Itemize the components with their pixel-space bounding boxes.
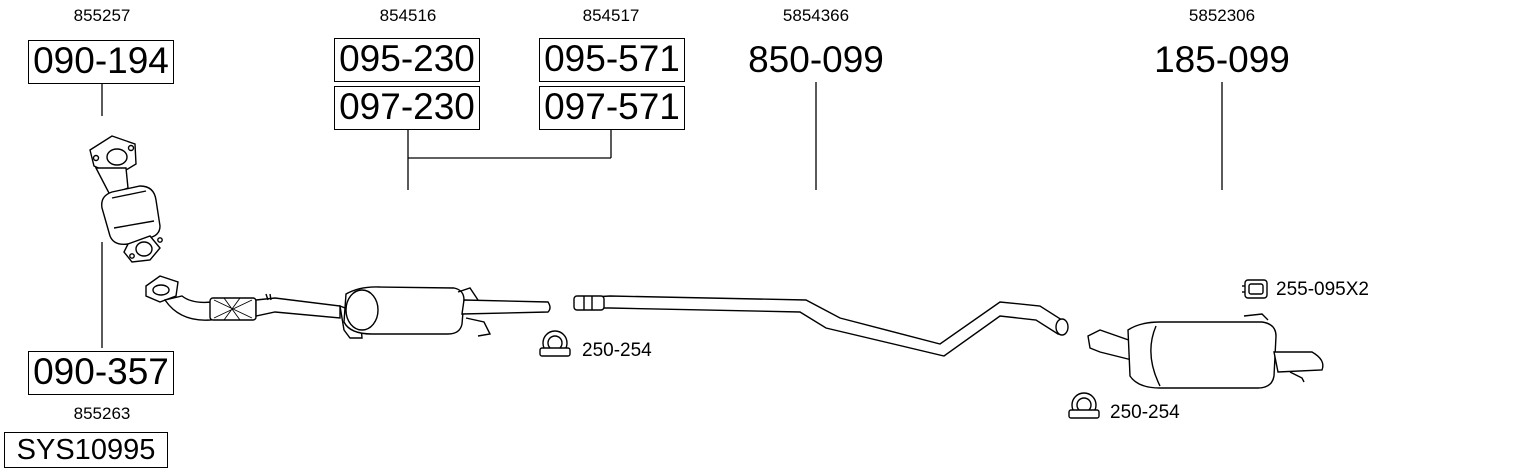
- middle-silencer-drawing: [339, 286, 551, 339]
- part-code-095-571[interactable]: 095-571: [539, 38, 685, 82]
- oem-number-cat-front: 855257: [73, 6, 131, 25]
- clamp-icon: [539, 330, 571, 357]
- oem-number-middle-b: 854517: [582, 6, 640, 25]
- front-pipe-drawing: [145, 275, 341, 321]
- oem-number-front-pipe: 855263: [73, 404, 131, 423]
- part-code-095-230[interactable]: 095-230: [334, 38, 480, 82]
- part-code-090-357[interactable]: 090-357: [28, 351, 174, 395]
- rubber-mount-icon: [1242, 279, 1268, 299]
- clamp-code-1[interactable]: 250-254: [582, 340, 652, 361]
- part-code-850-099[interactable]: 850-099: [748, 39, 884, 80]
- oem-number-middle-a: 854516: [379, 6, 437, 25]
- clamp-icon: [1068, 392, 1100, 419]
- system-code[interactable]: SYS10995: [4, 432, 168, 468]
- catalytic-converter-drawing: [89, 135, 163, 263]
- intermediate-pipe-drawing: [573, 295, 1069, 357]
- clamp-code-2[interactable]: 250-254: [1110, 402, 1180, 423]
- oem-number-rear-silencer: 5852306: [1188, 6, 1256, 25]
- part-code-185-099[interactable]: 185-099: [1154, 39, 1290, 80]
- rubber-mount-code[interactable]: 255-095X2: [1276, 279, 1369, 300]
- part-code-090-194[interactable]: 090-194: [28, 40, 174, 84]
- part-code-097-230[interactable]: 097-230: [334, 86, 480, 130]
- oem-number-intermediate-pipe: 5854366: [782, 6, 850, 25]
- rear-silencer-drawing: [1087, 313, 1324, 389]
- part-code-097-571[interactable]: 097-571: [539, 86, 685, 130]
